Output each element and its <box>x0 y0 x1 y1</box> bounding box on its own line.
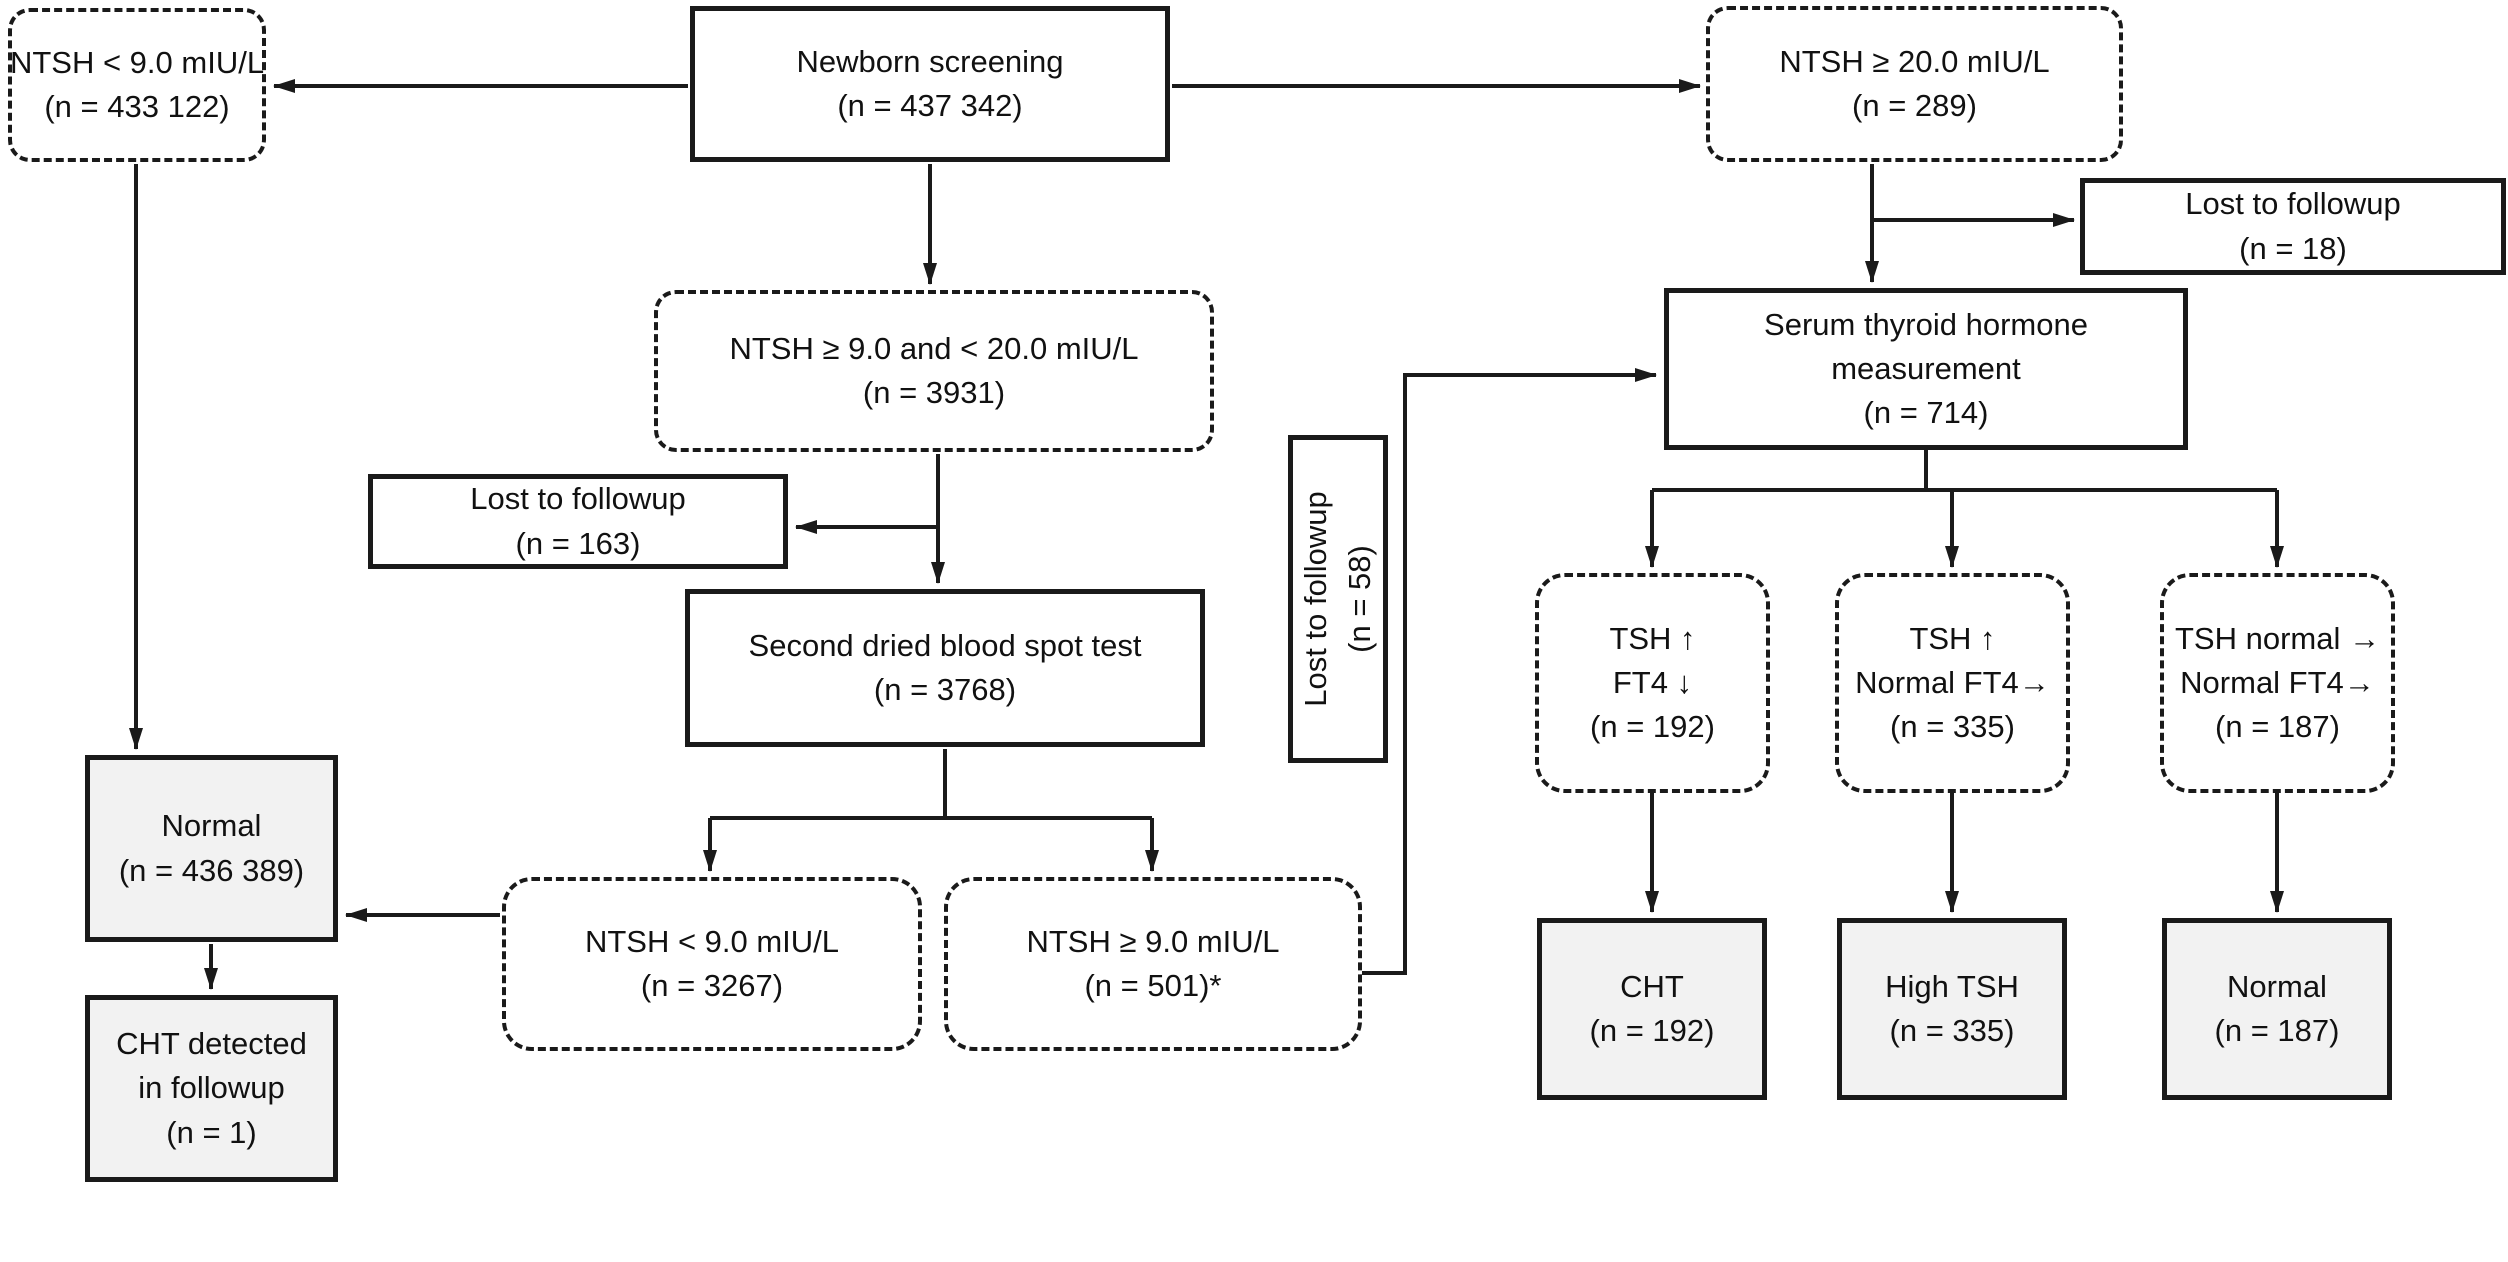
box-count: (n = 3267) <box>640 968 784 1003</box>
box-label: Lost to followup <box>470 481 686 517</box>
box-tsh-high-ft4-low: TSH ↑ FT4 ↓ (n = 192) <box>1535 573 1770 793</box>
box-count: (n = 335) <box>1890 709 2015 744</box>
box-label: Normal <box>161 808 262 844</box>
box-label: High TSH <box>1885 968 2019 1004</box>
box-count: (n = 501)* <box>1084 968 1222 1003</box>
box-second-blood-spot-test: Second dried blood spot test (n = 3768) <box>685 589 1205 747</box>
box-label: NTSH ≥ 9.0 and < 20.0 mIU/L <box>729 330 1139 366</box>
box-normal-final: Normal (n = 187) <box>2162 918 2392 1100</box>
box-count: (n = 192) <box>1590 709 1715 744</box>
box-count: (n = 58) <box>1342 545 1377 653</box>
box-count: (n = 18) <box>2239 230 2347 266</box>
box-count: (n = 3768) <box>873 672 1017 707</box>
box-newborn-screening: Newborn screening (n = 437 342) <box>690 6 1170 162</box>
box-label: TSH normal → <box>2175 620 2380 656</box>
box-lost-to-followup-58: Lost to followup (n = 58) <box>1288 435 1388 763</box>
box-label: Second dried blood spot test <box>748 627 1142 663</box>
box-second-ntsh-below-9: NTSH < 9.0 mIU/L (n = 3267) <box>502 877 922 1051</box>
box-cht-detected-followup: CHT detected in followup (n = 1) <box>85 995 338 1182</box>
box-cht-final: CHT (n = 192) <box>1537 918 1767 1100</box>
box-label: NTSH ≥ 20.0 mIU/L <box>1779 43 2050 79</box>
box-count: (n = 3931) <box>862 375 1006 410</box>
box-label: Lost to followup <box>1297 491 1333 707</box>
rotated-text: Lost to followup (n = 58) <box>1294 434 1382 764</box>
box-tsh-high-ft4-normal: TSH ↑ Normal FT4→ (n = 335) <box>1835 573 2070 793</box>
box-lost-to-followup-163: Lost to followup (n = 163) <box>368 474 788 569</box>
box-label: TSH ↑ <box>1909 620 1996 656</box>
box-count: (n = 436 389) <box>118 852 305 888</box>
box-label: CHT detected <box>116 1026 307 1062</box>
box-count: (n = 289) <box>1852 88 1977 123</box>
box-label2: in followup <box>138 1070 285 1106</box>
box-label: CHT <box>1620 968 1684 1004</box>
box-count: (n = 437 342) <box>837 88 1023 123</box>
box-label2: measurement <box>1831 350 2021 386</box>
box-tsh-normal-ft4-normal: TSH normal → Normal FT4→ (n = 187) <box>2160 573 2395 793</box>
box-ntsh-above-20: NTSH ≥ 20.0 mIU/L (n = 289) <box>1706 6 2123 162</box>
box-count: (n = 163) <box>515 525 641 561</box>
box-count: (n = 714) <box>1863 395 1989 430</box>
box-label2: FT4 ↓ <box>1612 664 1693 700</box>
box-serum-thyroid-measurement: Serum thyroid hormone measurement (n = 7… <box>1664 288 2188 450</box>
box-label: NTSH ≥ 9.0 mIU/L <box>1026 923 1280 959</box>
box-count: (n = 433 122) <box>44 89 230 124</box>
box-label: TSH ↑ <box>1609 620 1696 656</box>
box-count: (n = 335) <box>1889 1013 2015 1048</box>
box-label2: Normal FT4→ <box>2180 664 2375 700</box>
box-count: (n = 1) <box>166 1114 257 1150</box>
box-label: Normal <box>2227 968 2327 1004</box>
box-count: (n = 187) <box>2214 1013 2340 1048</box>
box-second-ntsh-above-9: NTSH ≥ 9.0 mIU/L (n = 501)* <box>944 877 1362 1051</box>
box-label: Serum thyroid hormone <box>1764 306 2088 342</box>
box-label: NTSH < 9.0 mIU/L <box>584 923 840 959</box>
box-ntsh-9-to-20: NTSH ≥ 9.0 and < 20.0 mIU/L (n = 3931) <box>654 290 1214 452</box>
box-high-tsh-final: High TSH (n = 335) <box>1837 918 2067 1100</box>
box-label: Newborn screening <box>796 43 1064 79</box>
box-label: NTSH < 9.0 mIU/L <box>9 44 265 80</box>
box-label: Lost to followup <box>2185 186 2401 222</box>
box-normal-left: Normal (n = 436 389) <box>85 755 338 942</box>
box-count: (n = 187) <box>2215 709 2340 744</box>
box-count: (n = 192) <box>1589 1013 1715 1048</box>
box-label2: Normal FT4→ <box>1855 664 2050 700</box>
box-ntsh-below-9: NTSH < 9.0 mIU/L (n = 433 122) <box>8 8 266 162</box>
box-lost-to-followup-18: Lost to followup (n = 18) <box>2080 178 2506 275</box>
